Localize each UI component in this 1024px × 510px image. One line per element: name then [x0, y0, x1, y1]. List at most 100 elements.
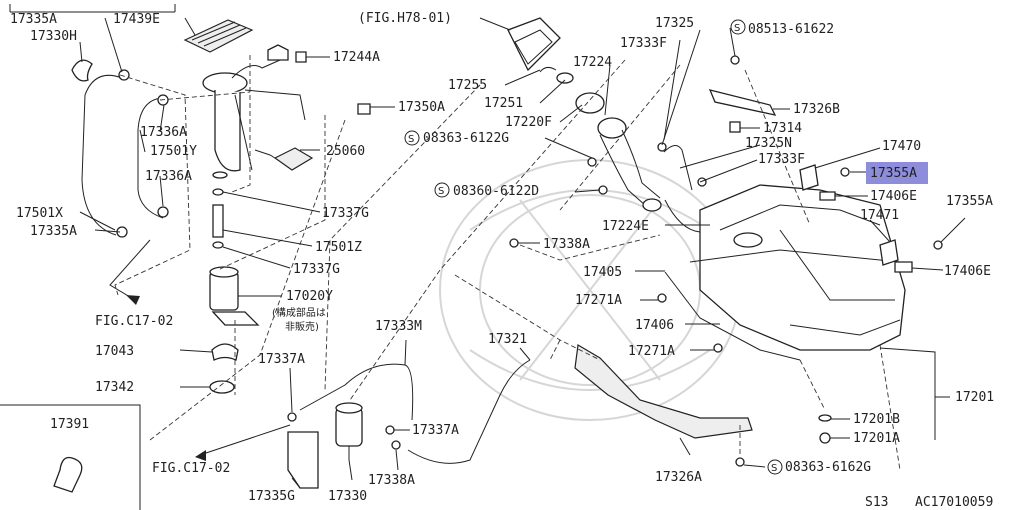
- label-17020Y: 17020Y: [286, 289, 333, 304]
- code-s13: S13: [865, 495, 888, 510]
- part-fuel-pump-assembly: [202, 59, 314, 179]
- part-17326B: [708, 89, 777, 116]
- label-17391: 17391: [50, 417, 89, 432]
- part-labels: 17335A 17439E 17330H 17244A (FIG.H78-01)…: [10, 11, 994, 510]
- bolt-17271A-a: [657, 293, 667, 303]
- gasket-17337G-b: [212, 241, 224, 249]
- label-fig-c17-02-a: FIG.C17-02: [95, 314, 173, 329]
- label-17501X: 17501X: [16, 206, 63, 221]
- label-17043: 17043: [95, 344, 134, 359]
- label-17224: 17224: [573, 55, 612, 70]
- clamp-17336A-b: [157, 206, 169, 218]
- hose-17325N: [663, 145, 693, 191]
- label-17338A-a: 17338A: [543, 237, 590, 252]
- part-17220F: [575, 92, 605, 114]
- hose-17501X: [81, 74, 123, 236]
- clamp-17337A-b: [385, 425, 395, 435]
- label-17406: 17406: [635, 318, 674, 333]
- bolt-08360: [598, 185, 608, 195]
- bolt-17350A: [357, 103, 371, 115]
- label-17224E: 17224E: [602, 219, 649, 234]
- dashed-guides: [114, 55, 901, 471]
- s-symbols: [404, 19, 783, 475]
- part-17335G: [287, 431, 319, 489]
- label-fig-c17-02-b: FIG.C17-02: [152, 461, 230, 476]
- note-line-2: 非販売): [285, 320, 319, 333]
- s-glyph-3: S: [438, 186, 444, 197]
- label-17338A-b: 17338A: [368, 473, 415, 488]
- label-17405: 17405: [583, 265, 622, 280]
- s-glyph-2: S: [408, 134, 414, 145]
- label-17342: 17342: [95, 380, 134, 395]
- label-17333M: 17333M: [375, 319, 422, 334]
- part-17391: [53, 456, 83, 493]
- part-17439E: [183, 19, 254, 53]
- hose-17501Y: [137, 97, 164, 219]
- label-17336A-b: 17336A: [145, 169, 192, 184]
- hose-17501Z: [212, 204, 224, 238]
- label-17325: 17325: [655, 16, 694, 31]
- label-17326A: 17326A: [655, 470, 702, 485]
- label-17321: 17321: [488, 332, 527, 347]
- inset-frame: [0, 404, 141, 510]
- label-17271A-b: 17271A: [628, 344, 675, 359]
- label-17325N: 17325N: [745, 136, 792, 151]
- part-17471: [879, 239, 899, 266]
- hose-17224E: [664, 199, 701, 233]
- part-fuel-tank-17201: [699, 184, 906, 351]
- label-17355A-highlighted: 17355A: [870, 166, 917, 181]
- label-17255: 17255: [448, 78, 487, 93]
- gasket-17337G-a: [212, 188, 224, 196]
- clamp-17335A-top: [118, 69, 130, 81]
- s-glyph-1: S: [734, 23, 740, 34]
- part-17330H: [71, 59, 93, 82]
- label-17335A-top: 17335A: [10, 12, 57, 27]
- bolt-08363-6162g: [735, 457, 745, 467]
- label-17337A-a: 17337A: [258, 352, 305, 367]
- label-08360-6122D: 08360-6122D: [453, 184, 539, 199]
- label-17330: 17330: [328, 489, 367, 504]
- label-17326B: 17326B: [793, 102, 840, 117]
- bolt-17201A: [819, 432, 831, 444]
- label-17406E-b: 17406E: [944, 264, 991, 279]
- bolt-17338A-a: [509, 238, 519, 248]
- label-17333F-top: 17333F: [620, 36, 667, 51]
- label-17439E: 17439E: [113, 12, 160, 27]
- label-17355A-right: 17355A: [946, 194, 993, 209]
- s-glyph-4: S: [771, 463, 777, 474]
- part-filler-neck-17224: [597, 117, 662, 212]
- label-17335A-bottom: 17335A: [30, 224, 77, 239]
- label-17337G-b: 17337G: [293, 262, 340, 277]
- part-17314: [729, 121, 741, 133]
- label-17350A: 17350A: [398, 100, 445, 115]
- bolt-17338A-b: [391, 440, 401, 450]
- arrow-leader-a: [109, 239, 151, 301]
- part-17020Y: [209, 266, 260, 326]
- bolt-17244A: [295, 51, 307, 63]
- label-17471: 17471: [860, 208, 899, 223]
- label-17501Z: 17501Z: [315, 240, 362, 255]
- strap-17406: [689, 249, 901, 263]
- frame-top-line: [9, 4, 176, 13]
- label-17330H: 17330H: [30, 29, 77, 44]
- arrow-head-a: [126, 295, 140, 305]
- label-17406E-a: 17406E: [870, 189, 917, 204]
- clamp-17333F-b: [697, 177, 707, 187]
- label-17244A: 17244A: [333, 50, 380, 65]
- bolt-08513: [730, 55, 740, 65]
- label-17201A: 17201A: [853, 431, 900, 446]
- bolt-17406E-a: [819, 191, 836, 201]
- label-08513-61622: 08513-61622: [748, 22, 834, 37]
- label-17271A-a: 17271A: [575, 293, 622, 308]
- bolt-17355A-r: [933, 240, 943, 250]
- label-17337A-b: 17337A: [412, 423, 459, 438]
- label-17251: 17251: [484, 96, 523, 111]
- label-17501Y: 17501Y: [150, 144, 197, 159]
- label-17314: 17314: [763, 121, 802, 136]
- hose-17321: [407, 359, 531, 464]
- label-17201: 17201: [955, 390, 994, 405]
- bolt-17406E-b: [894, 261, 913, 273]
- washer-17201B: [818, 414, 832, 422]
- bolt-08363-g: [587, 157, 597, 167]
